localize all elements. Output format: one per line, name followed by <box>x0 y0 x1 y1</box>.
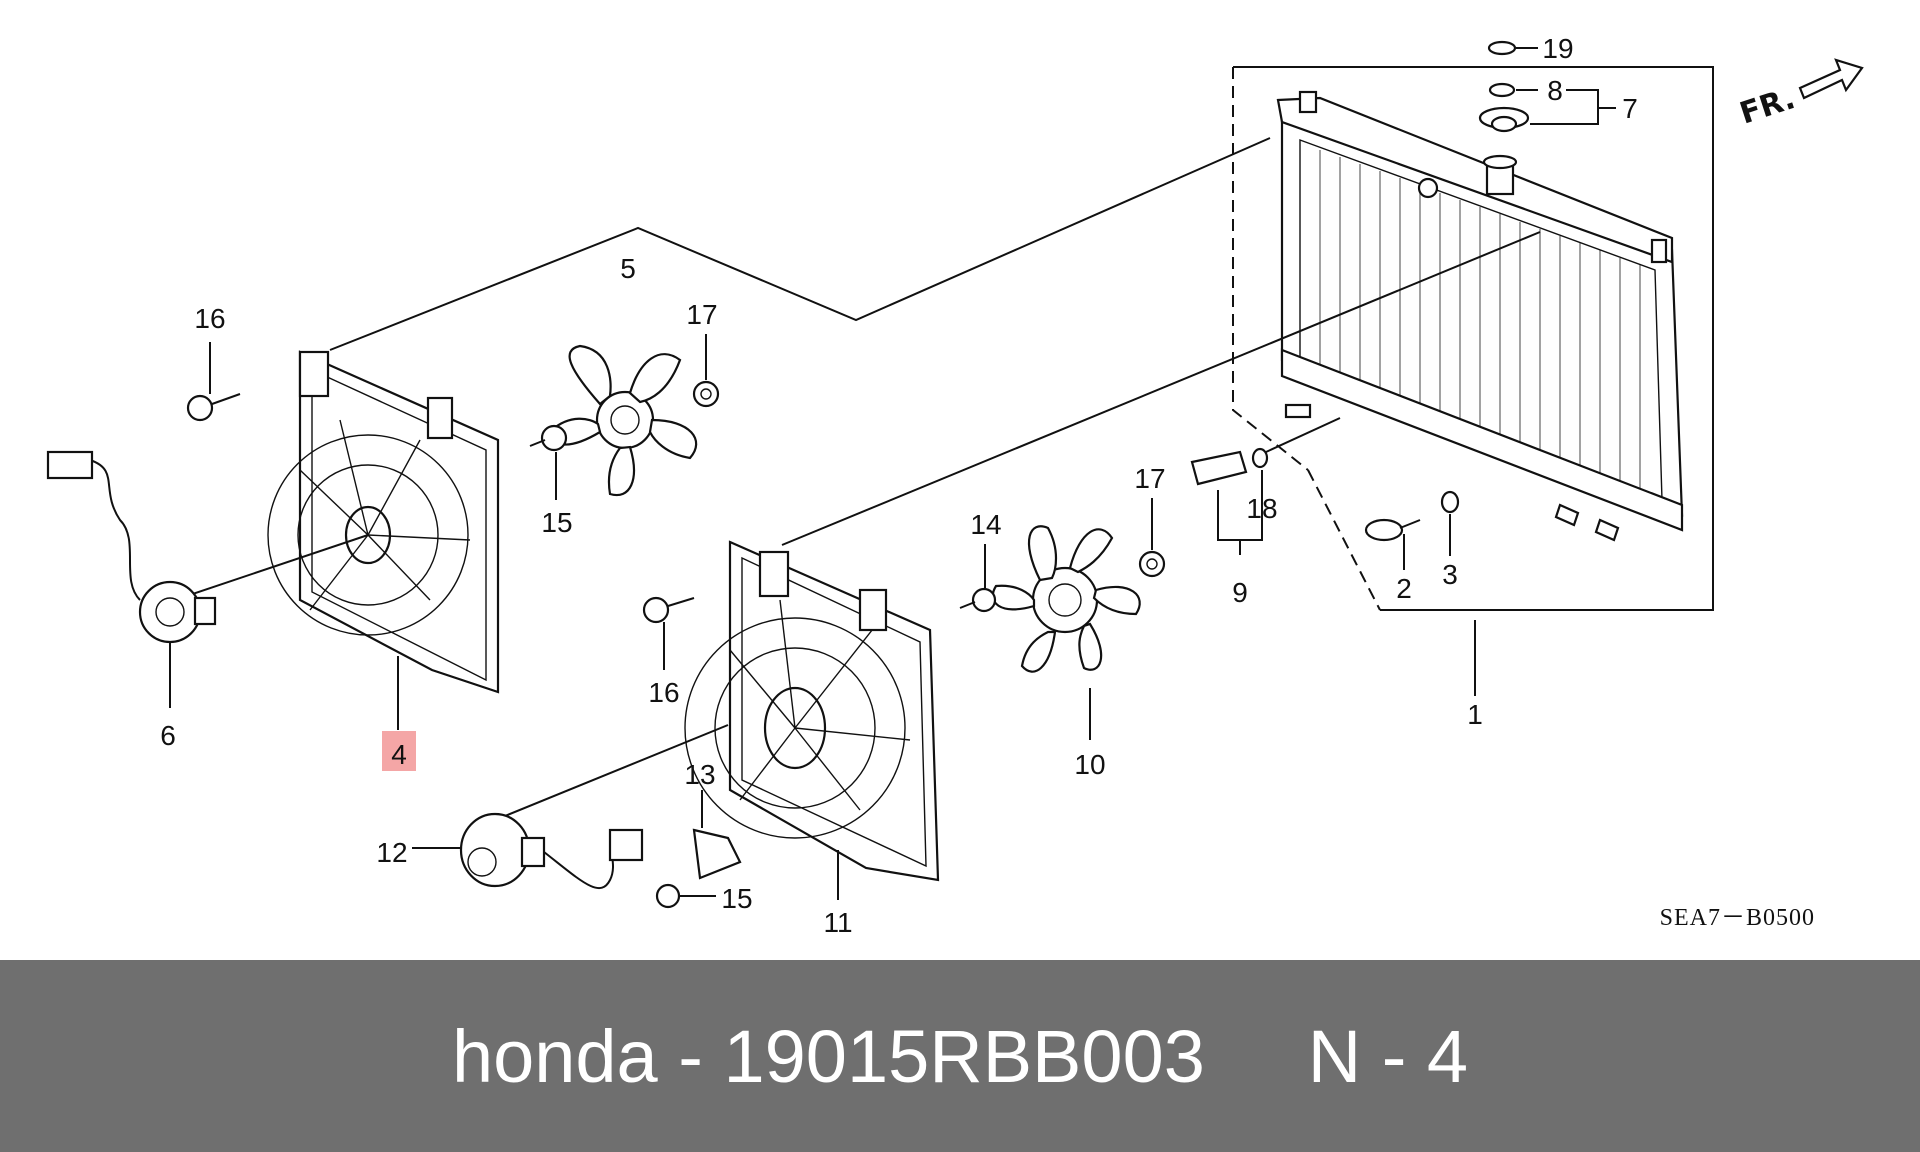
leader-lines <box>397 620 1476 900</box>
callout-19: 19 <box>1542 33 1573 64</box>
right-fan-blade-illustration <box>991 525 1141 673</box>
callout-1: 1 <box>1467 699 1483 730</box>
bolt-14-illustration <box>959 544 997 613</box>
callout-17-upper: 17 <box>686 299 717 330</box>
callout-7: 7 <box>1622 93 1638 124</box>
radiator-cap-illustration <box>1478 40 1616 133</box>
nut-17-lower-illustration <box>1138 498 1166 578</box>
footer-caption: honda - 19015RBB003 N - 4 <box>452 1014 1468 1099</box>
footer-gap <box>1205 1015 1308 1098</box>
left-fan-motor-illustration <box>46 450 217 708</box>
callout-14: 14 <box>970 509 1001 540</box>
callout-10: 10 <box>1074 749 1105 780</box>
nut-17-upper-illustration <box>692 334 720 408</box>
callout-6: 6 <box>160 720 176 751</box>
callout-2: 2 <box>1396 573 1412 604</box>
left-fan-shroud-illustration <box>144 137 1271 694</box>
callout-11: 11 <box>823 907 852 938</box>
callout-4-highlighted: 4 <box>391 739 407 770</box>
drain-cock-illustration <box>1364 490 1460 570</box>
callout-15-upper: 15 <box>541 507 572 538</box>
callout-3: 3 <box>1442 559 1458 590</box>
callout-15-lower: 15 <box>721 883 752 914</box>
callout-17-lower: 17 <box>1134 463 1165 494</box>
bolt-16-upper-illustration <box>186 342 241 422</box>
callout-8: 8 <box>1547 75 1563 106</box>
radiator-illustration <box>1232 66 1714 611</box>
callout-9: 9 <box>1232 577 1248 608</box>
footer-brand: honda <box>451 1014 658 1098</box>
highlight-box <box>382 731 416 771</box>
front-direction-label: FR. <box>1736 81 1800 131</box>
callout-16-lower: 16 <box>648 677 679 708</box>
callout-13: 13 <box>684 759 715 790</box>
callout-12: 12 <box>376 837 407 868</box>
bolt-15-upper-illustration <box>529 424 568 500</box>
exploded-parts-diagram: FR. 1 2 3 4 5 6 7 8 9 10 11 12 13 14 15 … <box>46 33 1864 938</box>
footer-separator: - <box>657 1014 724 1098</box>
front-direction-arrow: FR. <box>1736 58 1864 132</box>
left-fan-blade-illustration <box>550 344 698 497</box>
right-fan-motor-illustration <box>412 812 644 890</box>
callout-18: 18 <box>1246 493 1277 524</box>
bolt-15-lower-illustration <box>655 883 716 909</box>
callout-5: 5 <box>620 253 636 284</box>
thermo-switch-illustration <box>1190 417 1341 555</box>
footer-banner: honda - 19015RBB003 N - 4 <box>0 960 1920 1152</box>
callout-16-upper: 16 <box>194 303 225 334</box>
right-fan-shroud-illustration <box>499 231 1541 882</box>
diagram-code: SEA7－B0500 <box>1660 905 1815 931</box>
bolt-16-lower-illustration <box>642 596 695 670</box>
footer-position-label: N - 4 <box>1307 1014 1469 1098</box>
footer-part-number: 19015RBB003 <box>723 1014 1205 1098</box>
bracket-illustration <box>692 790 742 880</box>
